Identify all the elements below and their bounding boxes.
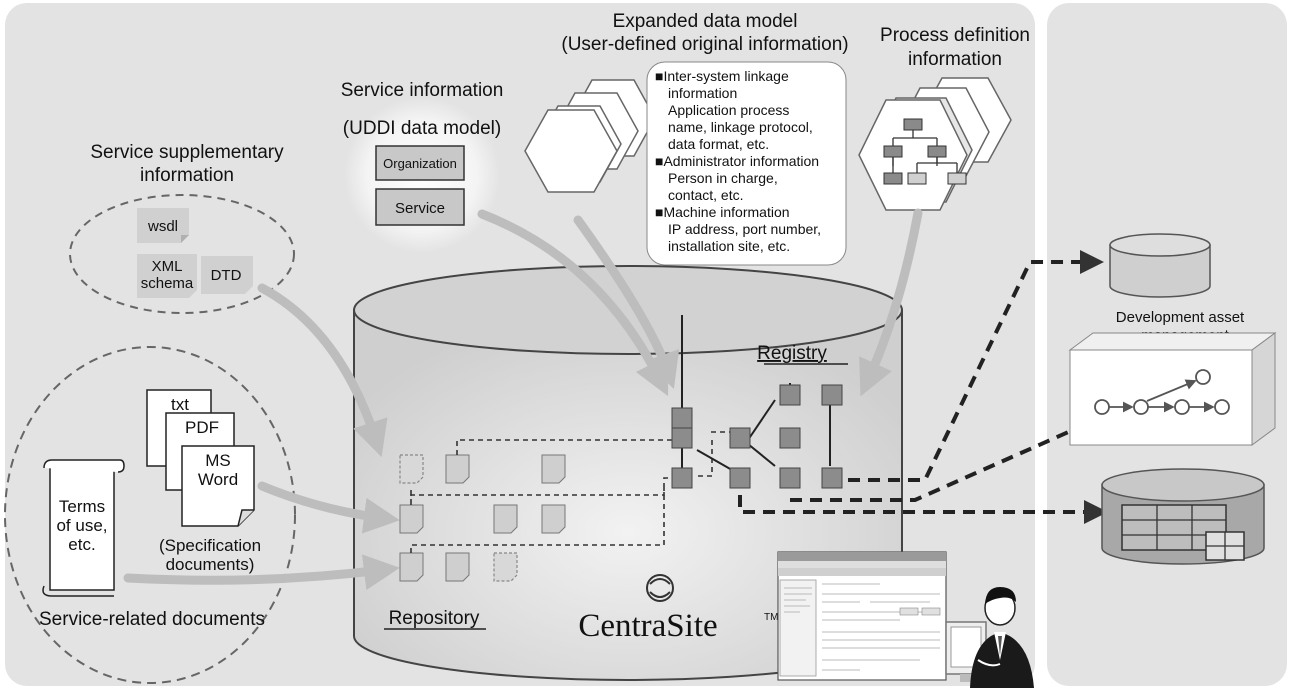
dtd-file-icon: DTD — [201, 256, 253, 294]
expanded-info-text: ■Inter-system linkage information Applic… — [655, 68, 821, 254]
supplementary-title-2: information — [140, 165, 234, 186]
process-tree-nodes — [883, 118, 967, 185]
expanded-title-1: Expanded data model — [613, 11, 798, 32]
right-table-database-icon — [1101, 468, 1265, 565]
process-definition-group: Process definition information — [858, 25, 1030, 211]
ms-label: MS — [205, 451, 231, 470]
wsdl-label: wsdl — [147, 218, 178, 235]
development-asset-box-icon — [1068, 332, 1277, 446]
service-supplementary-group: Service supplementary information wsdl X… — [69, 142, 295, 314]
service-related-documents-group: txt PDF MS Word (Specification documents… — [4, 346, 296, 684]
organization-label: Organization — [383, 156, 457, 171]
expanded-line-3: Application process — [668, 102, 789, 118]
xml-label: XML — [152, 258, 183, 275]
service-information-group: Service information (UDDI data model) Or… — [341, 80, 504, 253]
repository-label: Repository — [389, 608, 480, 629]
dev-asset-label-1: Development asset — [1116, 309, 1245, 326]
centrasite-trademark: TM — [764, 612, 778, 623]
supplementary-dashed-ellipse — [69, 194, 295, 314]
expanded-line-6: ■Administrator information — [655, 153, 819, 169]
repository-registry-links — [410, 431, 730, 553]
xml-schema-file-icon: XML schema — [137, 254, 197, 298]
expanded-line-1: ■Inter-system linkage — [655, 68, 789, 84]
registry-cube-nodes — [671, 384, 843, 489]
terms-label-2: of use, — [56, 516, 107, 535]
expanded-line-9: ■Machine information — [655, 204, 790, 220]
service-info-title-1: Service information — [341, 80, 504, 101]
specification-label-1: (Specification — [159, 536, 261, 555]
dtd-label: DTD — [211, 267, 242, 284]
expanded-line-2: information — [668, 85, 737, 101]
expanded-line-10: IP address, port number, — [668, 221, 821, 237]
service-box — [375, 188, 465, 226]
expanded-line-8: contact, etc. — [668, 187, 743, 203]
pdf-label: PDF — [185, 418, 219, 437]
centrasite-brand: CentraSite — [578, 608, 717, 644]
expanded-info-box — [646, 61, 847, 266]
outbound-dashed-arrows — [738, 250, 1129, 524]
expanded-hexagon-stack — [524, 79, 656, 193]
service-label: Service — [395, 200, 445, 217]
application-window-screenshot — [777, 551, 947, 681]
process-tree-icon — [892, 129, 958, 173]
specification-label-2: documents) — [166, 555, 255, 574]
expanded-line-5: data format, etc. — [668, 136, 769, 152]
repository-file-nodes — [399, 454, 566, 582]
input-flow-arrows — [123, 208, 923, 591]
ms-word-document-icon: MS Word — [181, 445, 255, 527]
organization-box — [375, 145, 465, 181]
word-label: Word — [198, 470, 238, 489]
registry-label: Registry — [757, 343, 827, 364]
terms-label-3: etc. — [68, 535, 95, 554]
schema-label: schema — [141, 275, 194, 292]
supplementary-title-1: Service supplementary — [90, 142, 284, 163]
documents-dashed-ellipse — [4, 346, 296, 684]
right-database-icon — [1109, 233, 1211, 298]
expanded-data-model-group: Expanded data model (User-defined origin… — [524, 11, 849, 266]
user-at-computer-icon — [945, 587, 1034, 688]
txt-label: txt — [171, 395, 189, 414]
process-title-2: information — [908, 49, 1002, 70]
wsdl-file-icon: wsdl — [137, 208, 189, 243]
centrasite-logo-icon — [646, 574, 674, 602]
documents-footer-label: Service-related documents — [39, 609, 265, 630]
service-info-title-2: (UDDI data model) — [343, 118, 501, 139]
expanded-line-7: Person in charge, — [668, 170, 778, 186]
expanded-line-4: name, linkage protocol, — [668, 119, 813, 135]
expanded-title-2: (User-defined original information) — [561, 34, 848, 55]
terms-label-1: Terms — [59, 497, 105, 516]
scroll-document-icon: Terms of use, etc. — [42, 459, 125, 597]
expanded-line-11: installation site, etc. — [668, 238, 790, 254]
process-title-1: Process definition — [880, 25, 1030, 46]
